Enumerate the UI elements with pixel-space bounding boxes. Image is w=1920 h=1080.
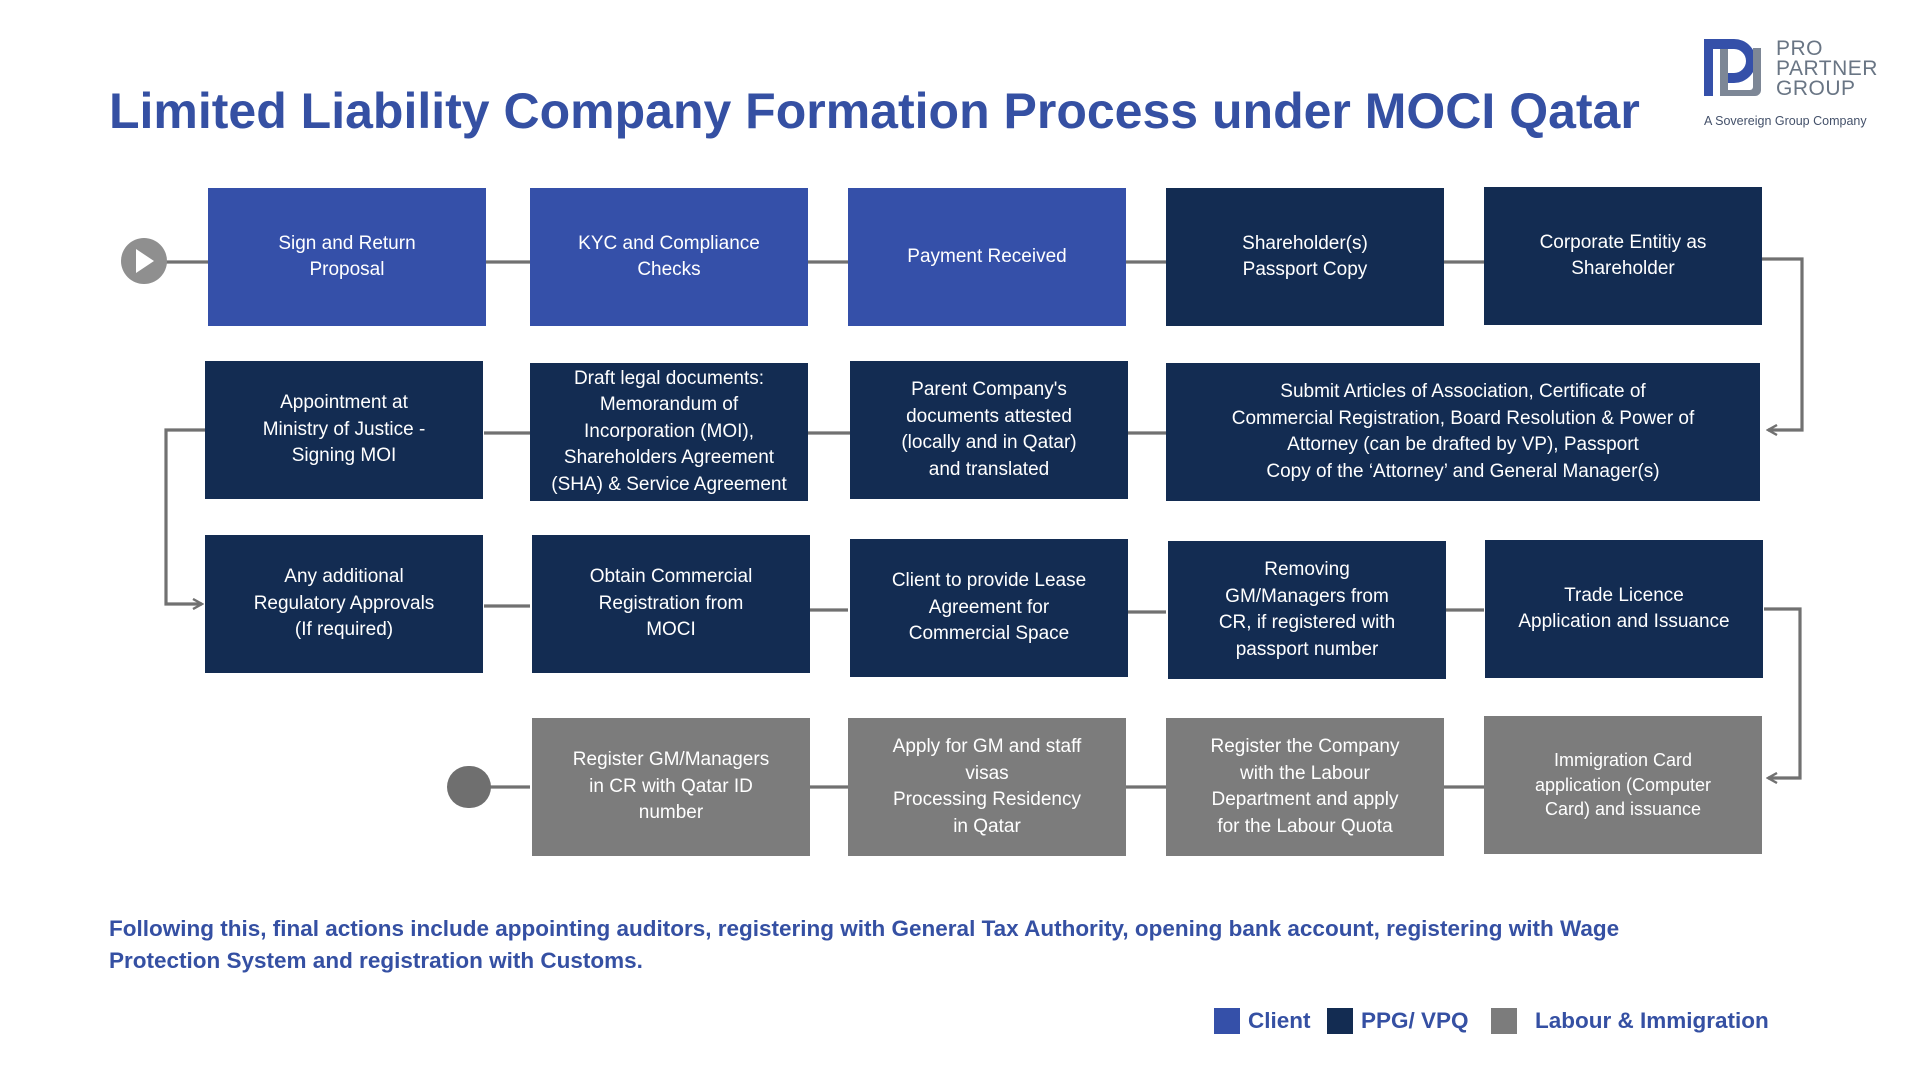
step-label: Parent Company's documents attested (loc… — [901, 379, 1077, 480]
step-label: KYC and Compliance Checks — [578, 232, 760, 281]
logo-line-3: GROUP — [1776, 77, 1856, 100]
step-immigration-card: Immigration Card application (Computer C… — [1484, 716, 1762, 854]
step-draft-legal-documents: Draft legal documents: Memorandum of Inc… — [530, 363, 808, 501]
step-label: Appointment at Ministry of Justice - Sig… — [262, 392, 426, 467]
legend-labour-immigration: Labour & Immigration — [1491, 1008, 1769, 1034]
legend-label: PPG/ VPQ — [1361, 1008, 1469, 1033]
legend-label: Client — [1248, 1008, 1311, 1033]
step-kyc-compliance: KYC and Compliance Checks — [530, 188, 808, 326]
legend-label: Labour & Immigration — [1535, 1008, 1769, 1033]
step-label: Client to provide Lease Agreement for Co… — [891, 570, 1087, 645]
step-label: Any additional Regulatory Approvals (If … — [253, 566, 435, 641]
step-label: Obtain Commercial Registration from MOCI — [589, 566, 753, 641]
step-label: Payment Received — [907, 245, 1067, 267]
logo-line-1: PRO — [1776, 37, 1824, 60]
step-apply-visas: Apply for GM and staff visas Processing … — [848, 718, 1126, 856]
legend-ppg-vpq: PPG/ VPQ — [1327, 1008, 1469, 1034]
legend-swatch-labour — [1491, 1008, 1517, 1034]
legend-swatch-ppg — [1327, 1008, 1353, 1034]
step-label: Immigration Card application (Computer C… — [1534, 750, 1712, 820]
footer-note: Following this, final actions include ap… — [109, 916, 1620, 973]
step-payment-received: Payment Received — [848, 188, 1126, 326]
step-label: Trade Licence Application and Issuance — [1518, 584, 1730, 633]
step-shareholder-passport: Shareholder(s) Passport Copy — [1166, 188, 1444, 326]
step-corporate-entity: Corporate Entitiy as Shareholder — [1484, 187, 1762, 325]
connector-row2-to-row3 — [164, 428, 205, 604]
connector-row3-to-row4 — [1764, 607, 1802, 778]
step-register-gm-qid: Register GM/Managers in CR with Qatar ID… — [532, 718, 810, 856]
step-sign-return-proposal: Sign and Return Proposal — [208, 188, 486, 326]
step-labour-department: Register the Company with the Labour Dep… — [1166, 718, 1444, 856]
step-submit-articles: Submit Articles of Association, Certific… — [1166, 363, 1760, 501]
step-label: Draft legal documents: Memorandum of Inc… — [551, 367, 787, 495]
step-label: Apply for GM and staff visas Processing … — [892, 736, 1082, 837]
logo-wordmark: PRO PARTNER GROUP — [1776, 37, 1878, 100]
pro-partner-group-logo: PRO PARTNER GROUP A Sovereign Group Comp… — [1702, 36, 1902, 136]
legend-client: Client — [1214, 1008, 1311, 1034]
step-label: Submit Articles of Association, Certific… — [1231, 381, 1695, 482]
step-regulatory-approvals: Any additional Regulatory Approvals (If … — [205, 535, 483, 673]
logo-line-2: PARTNER — [1776, 57, 1878, 80]
step-label: Sign and Return Proposal — [278, 232, 416, 281]
start-play-icon — [121, 238, 167, 284]
step-label: Shareholder(s) Passport Copy — [1242, 232, 1368, 281]
step-remove-gm-from-cr: Removing GM/Managers from CR, if registe… — [1168, 541, 1446, 679]
step-label: Register GM/Managers in CR with Qatar ID… — [572, 749, 770, 824]
step-label: Corporate Entitiy as Shareholder — [1539, 231, 1707, 280]
step-parent-docs-attested: Parent Company's documents attested (loc… — [850, 361, 1128, 499]
step-obtain-cr: Obtain Commercial Registration from MOCI — [532, 535, 810, 673]
step-lease-agreement: Client to provide Lease Agreement for Co… — [850, 539, 1128, 677]
step-label: Removing GM/Managers from CR, if registe… — [1218, 559, 1396, 660]
step-label: Register the Company with the Labour Dep… — [1210, 736, 1400, 837]
end-terminator-icon — [447, 766, 491, 808]
logo-tagline: A Sovereign Group Company — [1704, 114, 1867, 128]
step-appointment-moj: Appointment at Ministry of Justice - Sig… — [205, 361, 483, 499]
pro-partner-group-logo-mark — [1704, 39, 1761, 96]
legend-swatch-client — [1214, 1008, 1240, 1034]
page-title: Limited Liability Company Formation Proc… — [109, 83, 1640, 139]
step-trade-licence: Trade Licence Application and Issuance — [1485, 540, 1763, 678]
connector-row1-to-row2 — [1762, 257, 1804, 430]
